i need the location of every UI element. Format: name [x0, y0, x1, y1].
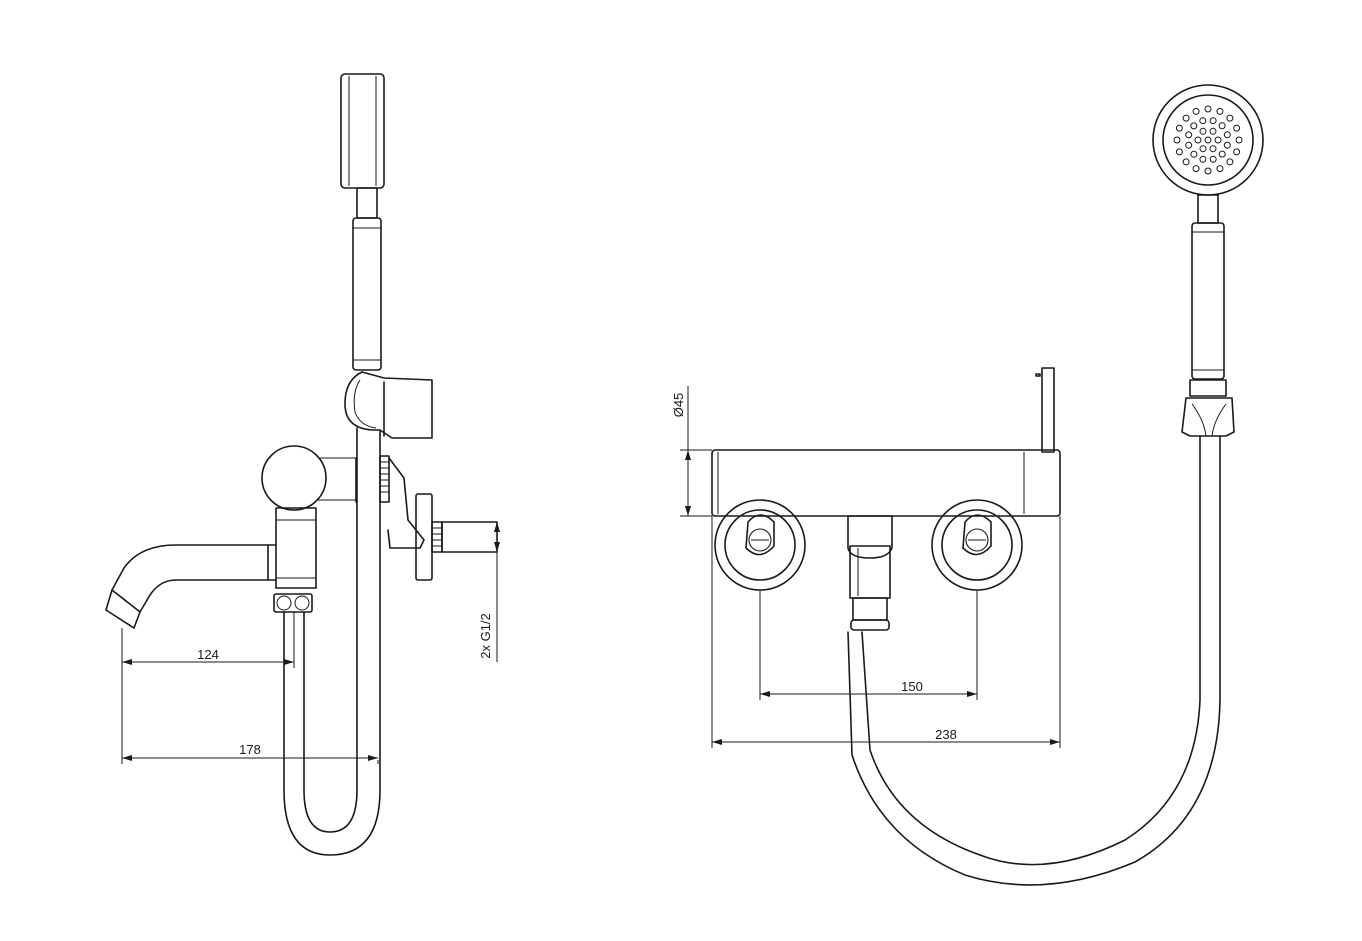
dimension-178: 178	[121, 668, 379, 764]
shower-nozzles	[1173, 105, 1243, 175]
shower-nozzle	[1209, 127, 1217, 135]
dimension-238: 238	[711, 516, 1061, 748]
shower-nozzle	[1233, 148, 1241, 156]
shower-nozzle	[1214, 136, 1222, 144]
shower-nozzle	[1233, 124, 1241, 132]
dimension-238-label: 238	[935, 727, 957, 742]
front-diverter	[847, 515, 893, 631]
front-left-flange	[714, 499, 806, 591]
shower-nozzle	[1209, 117, 1217, 125]
shower-nozzle	[1235, 136, 1243, 144]
shower-nozzle	[1216, 165, 1224, 173]
shower-nozzle	[1190, 122, 1198, 130]
shower-nozzle	[1199, 117, 1207, 125]
shower-nozzle	[1173, 136, 1181, 144]
shower-nozzle	[1209, 145, 1217, 153]
dimension-diameter: Ø45	[671, 386, 712, 517]
shower-nozzle	[1192, 107, 1200, 115]
front-mixer-body	[711, 367, 1061, 517]
shower-nozzle	[1175, 148, 1183, 156]
shower-nozzle	[1204, 105, 1212, 113]
shower-nozzle	[1190, 150, 1198, 158]
dimension-124: 124	[121, 612, 295, 668]
side-wall-connection	[379, 455, 498, 581]
shower-nozzle	[1185, 141, 1193, 149]
dimension-inlet-thread: 2x G1/2	[478, 522, 500, 662]
shower-nozzle	[1226, 158, 1234, 166]
dimension-150: 150	[759, 590, 978, 700]
shower-nozzle	[1223, 131, 1231, 139]
shower-nozzle	[1216, 107, 1224, 115]
dimension-inlet-thread-label: 2x G1/2	[478, 613, 493, 659]
shower-nozzle	[1218, 150, 1226, 158]
shower-nozzle	[1223, 141, 1231, 149]
dimension-178-label: 178	[239, 742, 261, 757]
shower-nozzle	[1175, 124, 1183, 132]
shower-nozzle	[1204, 136, 1212, 144]
front-right-flange	[931, 499, 1023, 591]
front-hose	[847, 435, 1221, 886]
shower-nozzle	[1209, 155, 1217, 163]
shower-nozzle	[1192, 165, 1200, 173]
shower-nozzle	[1204, 167, 1212, 175]
shower-nozzle	[1226, 114, 1234, 122]
front-shower-holder	[1181, 397, 1235, 437]
shower-nozzle	[1185, 131, 1193, 139]
shower-nozzle	[1199, 145, 1207, 153]
side-hose	[283, 427, 381, 856]
dimension-diameter-label: Ø45	[671, 393, 686, 418]
side-view: 124 178 2x G1/2	[105, 73, 500, 856]
shower-nozzle	[1182, 158, 1190, 166]
side-hand-shower-handle	[352, 187, 382, 371]
front-hand-shower-head	[1152, 84, 1264, 196]
dimension-124-label: 124	[197, 647, 219, 662]
dimension-150-label: 150	[901, 679, 923, 694]
shower-nozzle	[1218, 122, 1226, 130]
shower-nozzle	[1194, 136, 1202, 144]
side-spout	[105, 544, 277, 629]
front-hand-shower-handle	[1189, 194, 1227, 397]
front-view: Ø45 150 238	[671, 84, 1264, 886]
shower-nozzle	[1182, 114, 1190, 122]
shower-nozzle	[1199, 155, 1207, 163]
shower-nozzle	[1199, 127, 1207, 135]
side-hand-shower-head	[340, 73, 385, 189]
side-shower-holder	[344, 371, 433, 439]
side-mixer-body	[261, 445, 357, 613]
